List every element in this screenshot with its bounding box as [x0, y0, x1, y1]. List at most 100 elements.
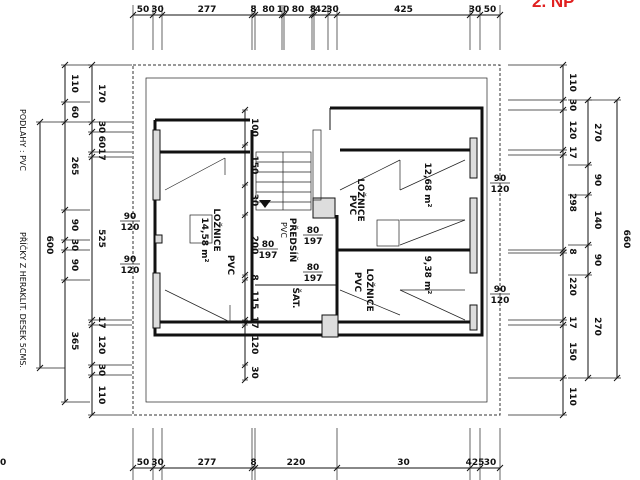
dim-top-label: 42 [315, 5, 328, 15]
dim-center-label: 17 [249, 316, 259, 329]
window-height: 120 [121, 223, 140, 233]
dim-top-label: 425 [394, 5, 413, 15]
dim-left-inner-label: 90 [69, 219, 79, 232]
dim-top-label: 80 [262, 5, 275, 15]
dim-right-mid-label: 270 [592, 123, 602, 142]
dim-center-label: 115 [249, 291, 259, 310]
dim-right-inner-label: 120 [567, 121, 577, 140]
roof-outline [132, 64, 501, 416]
dim-center-label: 8 [249, 274, 259, 280]
door-width: 80 [262, 240, 275, 250]
dim-left-outer-label: 30 [96, 364, 106, 377]
room-name: PŘEDSÍŇ [287, 218, 299, 263]
room-floor: PVC [347, 195, 357, 216]
dim-right-inner-label: 30 [567, 99, 577, 112]
door-height: 197 [304, 274, 323, 284]
dim-left-outer-label: 110 [96, 386, 106, 405]
room-floor: PVC [225, 255, 235, 276]
dim-right-inner-label: 150 [567, 342, 577, 361]
slope-lines [164, 157, 466, 323]
dim-left-inner-label: 110 [69, 74, 79, 93]
dim-left-total-label: 600 [44, 236, 54, 255]
dim-top-label: 80 [292, 5, 305, 15]
stair-arrow-icon [259, 200, 271, 208]
bed [189, 214, 213, 244]
dim-center-label: 30 [249, 194, 259, 207]
dim-top-label: 30 [151, 5, 164, 15]
chimney [312, 197, 336, 219]
dim-top-label: 30 [469, 5, 482, 15]
dim-right-mid-label: 270 [592, 317, 602, 336]
dim-center-label: 30 [249, 366, 259, 379]
room-name: LOŽNICE [364, 268, 376, 311]
dim-center-label: 100 [249, 118, 259, 137]
note-floors: PODLAHY : PVC [18, 109, 27, 171]
dim-left-inner-label: 60 [69, 106, 79, 119]
door-height: 197 [259, 251, 278, 261]
dim-right-inner-label: 110 [567, 73, 577, 92]
dim-top-label: 50 [137, 5, 150, 15]
dim-left-outer-label: 30 [96, 121, 106, 134]
dim-left-outer-label: 60 [96, 136, 106, 149]
dim-center-label: 200 [249, 236, 259, 255]
room-area: 9,38 m² [422, 256, 432, 295]
duct [312, 129, 322, 201]
dim-left-outer-label: 17 [96, 316, 106, 329]
window-height: 120 [121, 266, 140, 276]
dim-center-label: 150 [249, 156, 259, 175]
room-area: 12,68 m² [422, 163, 432, 208]
dim-right-mid-label: 140 [592, 211, 602, 230]
column [154, 234, 163, 244]
dim-left-inner-label: 265 [69, 157, 79, 176]
dim-top-label: 30 [326, 5, 339, 15]
dim-bottom-label: 30 [151, 458, 164, 468]
pier [152, 272, 161, 329]
dim-right-inner-label: 17 [567, 146, 577, 159]
dim-center-label: 120 [249, 336, 259, 355]
dim-top-label: 50 [484, 5, 497, 15]
window-height: 120 [491, 296, 510, 306]
dim-right-inner-label: 17 [567, 316, 577, 329]
room-name: LOŽNICE [355, 178, 367, 221]
window-width: 90 [124, 255, 137, 265]
dim-left-inner-label: 30 [69, 239, 79, 252]
window-width: 90 [494, 174, 507, 184]
dim-top-label: 8 [250, 5, 256, 15]
dim-left-inner-label: 90 [69, 259, 79, 272]
pier [469, 304, 478, 331]
dim-bottom-label: 8 [250, 458, 256, 468]
chimney-lower [321, 314, 339, 338]
dim-top-label: 277 [198, 5, 217, 15]
window-width: 90 [494, 285, 507, 295]
dim-bottom-label: 50 [0, 458, 6, 468]
dim-left-outer-label: 17 [96, 148, 106, 161]
dim-top-label: 8 [310, 5, 316, 15]
dim-left-inner-label: 365 [69, 332, 79, 351]
dim-right-inner-label: 298 [567, 193, 577, 212]
floor-title: 2. NP [532, 0, 575, 11]
window-height: 120 [491, 185, 510, 195]
dim-right-inner-label: 220 [567, 277, 577, 296]
staircase [255, 151, 312, 211]
dim-bottom-label: 277 [198, 458, 217, 468]
dim-bottom-label: 30 [397, 458, 410, 468]
dim-left-outer-label: 525 [96, 229, 106, 248]
room-name: LOŽNICE [211, 208, 223, 251]
wall-outer [153, 106, 484, 337]
window-width: 90 [124, 212, 137, 222]
door-width: 80 [307, 263, 320, 273]
dim-top-label: 10 [277, 5, 290, 15]
dim-right-mid-label: 90 [592, 174, 602, 187]
pier [152, 129, 161, 201]
dim-bottom-label: 30 [484, 458, 497, 468]
pier [469, 137, 478, 179]
dim-bottom-label: 50 [137, 458, 150, 468]
dim-right-mid-label: 90 [592, 254, 602, 267]
dim-right-inner-label: 110 [567, 387, 577, 406]
dim-left-outer-label: 170 [96, 84, 106, 103]
note-partitions: PŘÍČKY Z HERAKLIT. DESEK 5CMS. [18, 232, 29, 368]
room-area: 14,58 m² [199, 218, 209, 263]
door-width: 80 [307, 226, 320, 236]
dim-right-total-label: 660 [621, 230, 631, 249]
